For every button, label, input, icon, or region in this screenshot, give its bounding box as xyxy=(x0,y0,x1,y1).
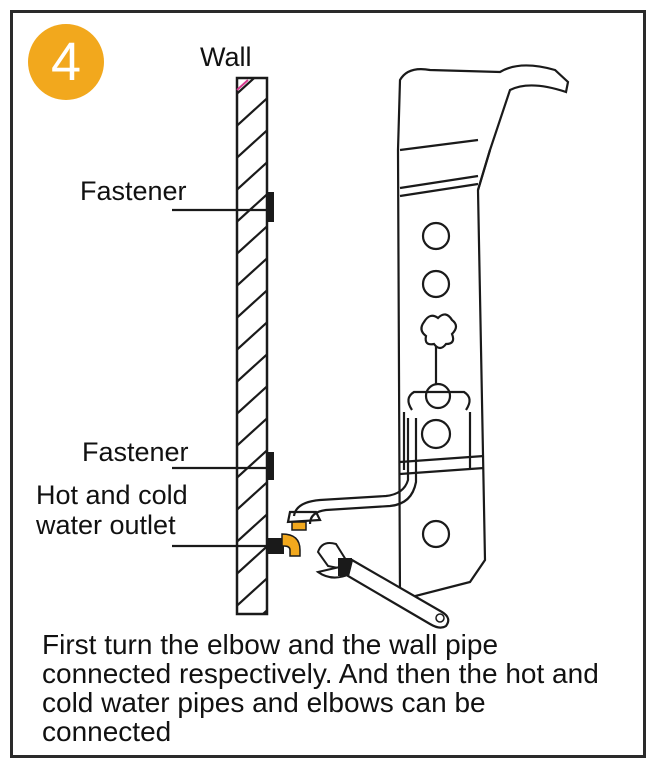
wall-hatch-line xyxy=(237,320,267,352)
wall-hatch-line xyxy=(261,608,267,614)
instruction-caption: First turn the elbow and the wall pipe c… xyxy=(42,629,599,747)
shower-panel xyxy=(396,64,570,602)
fastener-top-label: Fastener xyxy=(80,176,187,206)
illustration-frame xyxy=(10,10,646,758)
wall-section xyxy=(235,76,269,616)
fastener-bottom-label: Fastener xyxy=(82,437,189,467)
wall-hatch-line xyxy=(237,256,267,288)
wall-hatch-line xyxy=(237,96,267,128)
wall-hatch-line xyxy=(237,416,267,448)
outlet-pipe xyxy=(266,538,284,554)
wrench-icon xyxy=(315,542,450,629)
elbow-fitting xyxy=(281,533,301,557)
fastener-bottom-mark xyxy=(266,452,274,480)
elbow-nut xyxy=(291,521,307,531)
wall-hatch-line xyxy=(237,512,267,544)
wall-hatch-line xyxy=(237,160,267,192)
wall-label: Wall xyxy=(200,42,252,72)
wall-hatch-line xyxy=(237,128,267,160)
wall-hatch-line xyxy=(237,576,267,608)
wall-hatch-line xyxy=(237,352,267,384)
wall-hatch-line xyxy=(237,224,267,256)
step-number-badge: 4 xyxy=(28,24,104,100)
wall-hatch-line xyxy=(237,480,267,512)
hose-pipe xyxy=(286,418,418,525)
wall-hatch-line xyxy=(237,448,267,480)
fastener-top-mark xyxy=(266,192,274,222)
wall-marker xyxy=(236,79,249,91)
wall-hatch-line xyxy=(237,78,256,96)
wall-hatch-line xyxy=(237,288,267,320)
outlet-label: Hot and cold water outlet xyxy=(36,480,188,540)
wall-hatch-line xyxy=(237,384,267,416)
